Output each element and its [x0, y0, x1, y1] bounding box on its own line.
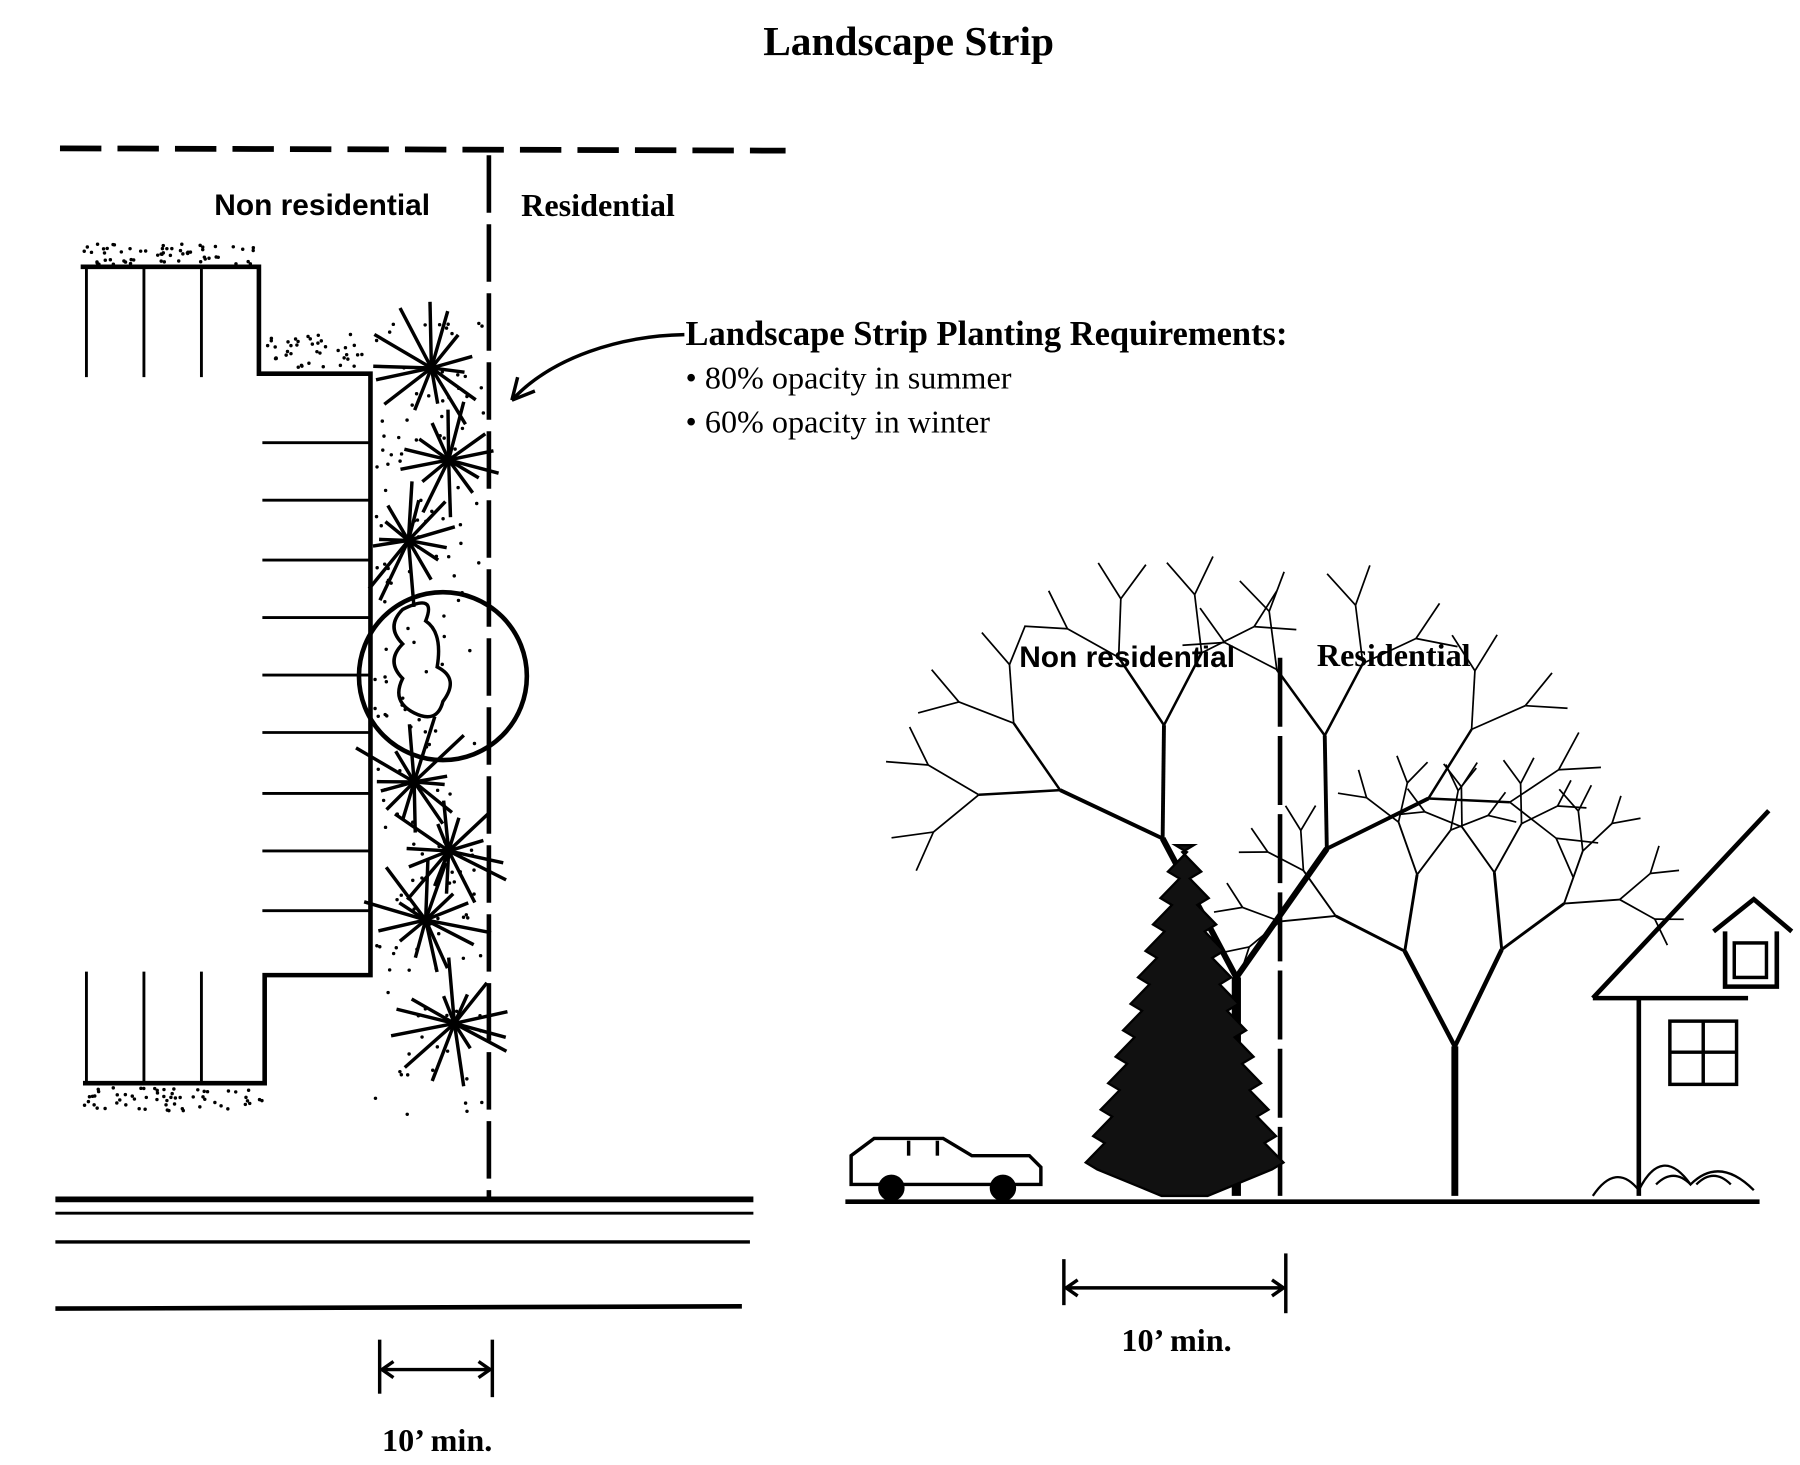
callout-heading: Landscape Strip Planting Requirements: [686, 315, 1288, 353]
understory-shrub-cluster [392, 601, 452, 719]
shrub-icon [390, 957, 508, 1087]
elevation-label-nonresidential: Non residential [1019, 641, 1235, 674]
road-far-edge [55, 1304, 742, 1311]
car-icon [849, 1136, 1043, 1202]
diagram-title: Landscape Strip [763, 18, 1054, 64]
plan-label-nonresidential: Non residential [214, 189, 430, 222]
shrub-icon [363, 858, 492, 973]
arrow-head-icon [510, 376, 536, 402]
evergreen-tree [1083, 844, 1286, 1198]
elevation-view [845, 556, 1794, 1314]
foundation-shrubs [1591, 1164, 1755, 1197]
plan-dimension-line [377, 1339, 495, 1398]
shrub-icon [373, 301, 477, 426]
callout-bullet: • 60% opacity in winter [686, 403, 991, 439]
elevation-label-residential: Residential [1317, 637, 1471, 673]
evergreen-shrubs [355, 301, 508, 1087]
small-deciduous-tree [1213, 755, 1684, 1196]
elevation-dimension-line [1062, 1253, 1288, 1314]
plan-label-residential: Residential [521, 187, 675, 223]
shrub-icon [400, 401, 500, 518]
plan-dimension-label: 10’ min. [382, 1422, 492, 1458]
house-icon [1591, 809, 1794, 1196]
plan-view [55, 145, 786, 1398]
groundcover-stipple [82, 242, 486, 1117]
parking-stalls [84, 266, 371, 1084]
callout-bullet: • 80% opacity in summer [686, 360, 1012, 396]
shrub-icon [367, 481, 456, 608]
elevation-dimension-label: 10’ min. [1121, 1322, 1231, 1358]
property-line-top [59, 145, 786, 154]
callout-arrow [510, 332, 685, 402]
shade-tree-canopy [356, 589, 530, 763]
